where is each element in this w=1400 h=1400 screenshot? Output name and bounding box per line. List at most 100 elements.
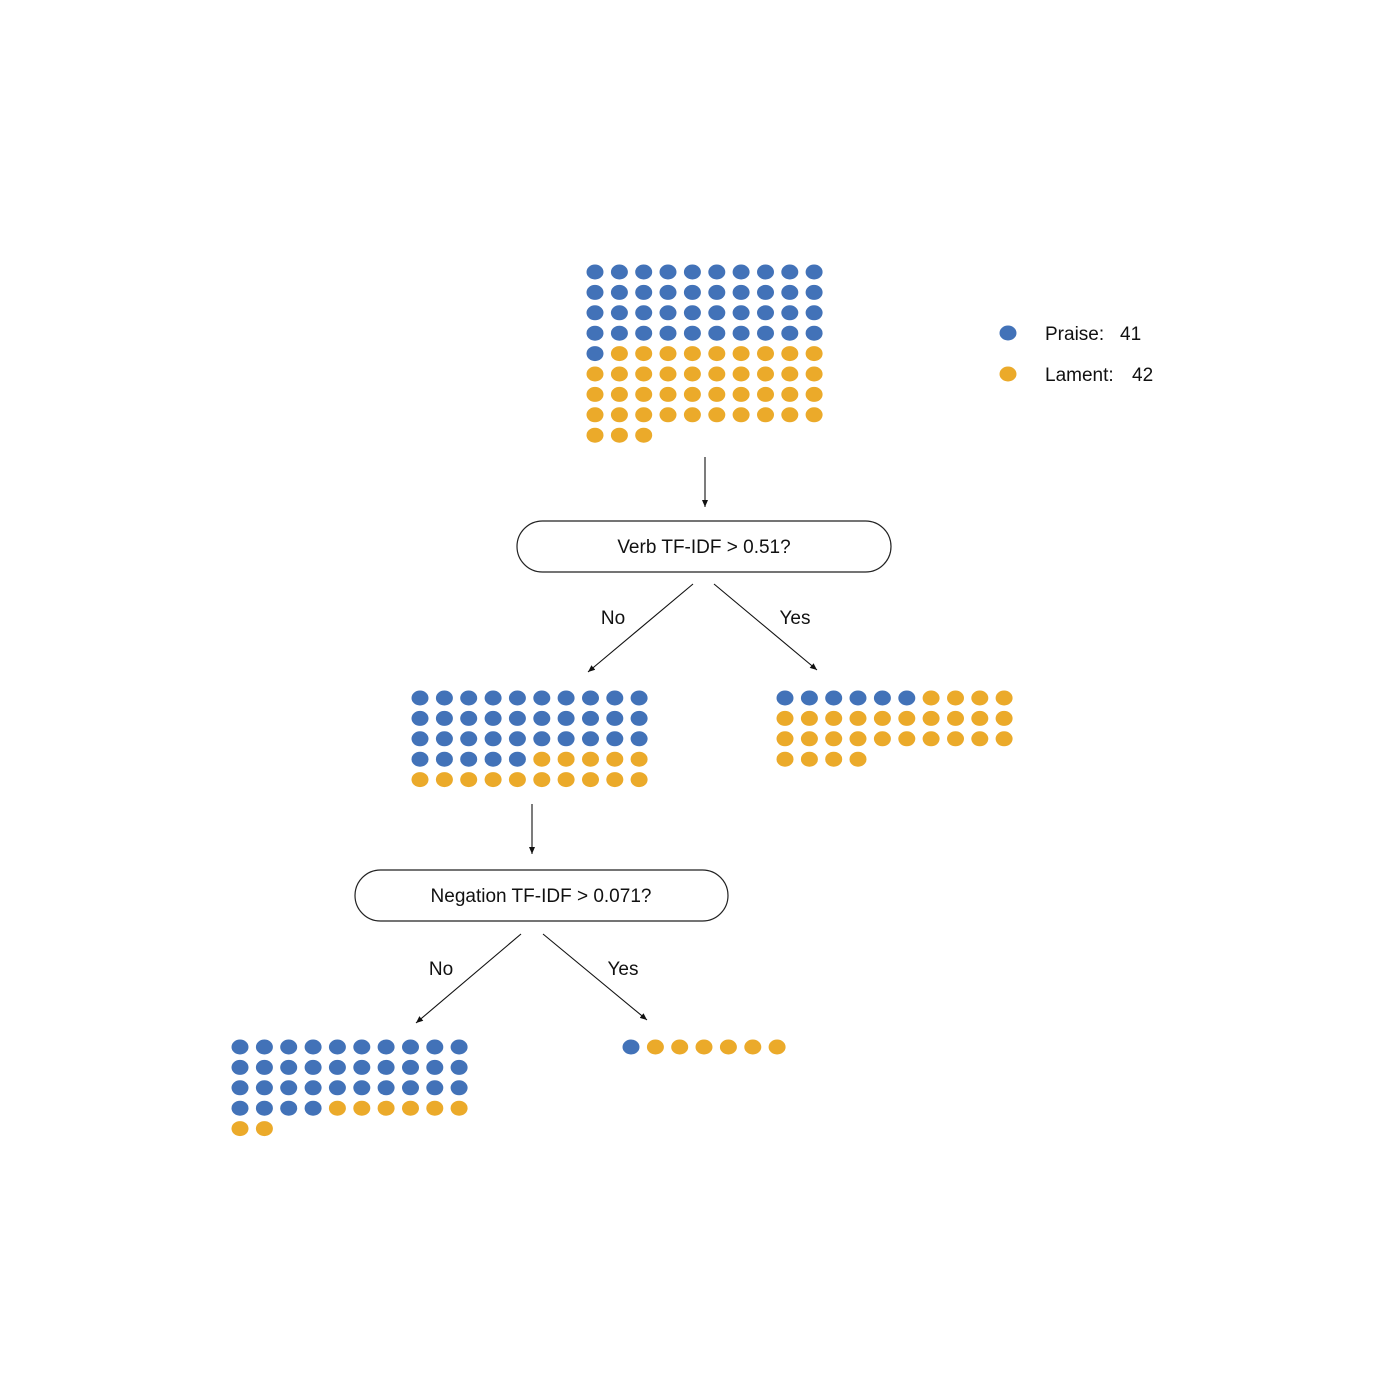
lament-sample-dot	[922, 690, 940, 706]
lament-sample-dot	[805, 366, 823, 382]
lament-sample-dot	[635, 386, 653, 402]
praise-sample-dot	[460, 751, 478, 767]
lament-sample-dot	[757, 407, 774, 423]
lament-sample-dot	[586, 366, 604, 382]
praise-sample-dot	[610, 284, 628, 300]
praise-sample-dot	[435, 710, 453, 726]
praise-sample-dot	[708, 325, 726, 341]
lament-sample-dot	[995, 690, 1013, 706]
praise-sample-dot	[508, 710, 526, 726]
legend-item-praise: Praise: 41	[999, 324, 1141, 345]
praise-sample-dot	[849, 690, 867, 706]
lament-sample-dot	[825, 751, 843, 767]
lament-sample-dot	[610, 366, 628, 382]
lament-sample-dot	[781, 366, 799, 382]
lament-sample-dot	[708, 386, 726, 402]
praise-sample-dot	[606, 710, 624, 726]
lament-sample-dot	[800, 731, 818, 747]
lament-sample-dot	[231, 1121, 249, 1137]
lament-sample-dot	[719, 1039, 737, 1055]
lament-sample-dot	[757, 386, 774, 402]
lament-sample-dot	[586, 386, 604, 402]
praise-sample-dot	[683, 305, 701, 321]
lament-sample-dot	[744, 1039, 762, 1055]
praise-sample-dot	[450, 1059, 468, 1075]
lament-sample-dot	[557, 751, 575, 767]
praise-sample-dot	[426, 1059, 444, 1075]
lament-sample-dot	[708, 366, 726, 382]
legend-item-lament: Lament: 42	[999, 365, 1153, 386]
praise-sample-dot	[557, 710, 575, 726]
lament-sample-dot	[659, 407, 677, 423]
lament-sample-dot	[508, 772, 526, 788]
praise-sample-dot	[630, 731, 648, 747]
lament-sample-dot	[776, 710, 794, 726]
split-1-node: Verb TF-IDF > 0.51?	[516, 520, 892, 573]
praise-sample-dot	[825, 690, 843, 706]
praise-sample-dot	[805, 284, 823, 300]
split-2-yes-sample-dots	[622, 1039, 786, 1055]
praise-sample-dot	[377, 1080, 395, 1096]
lament-sample-dot	[426, 1100, 444, 1116]
praise-sample-dot	[484, 751, 502, 767]
praise-sample-dot	[781, 305, 799, 321]
lament-sample-dot	[800, 710, 818, 726]
lament-sample-dot	[557, 772, 575, 788]
split-2-yes-label: Yes	[608, 959, 639, 980]
lament-sample-dot	[805, 346, 823, 362]
praise-sample-dot	[606, 690, 624, 706]
praise-sample-dot	[231, 1100, 249, 1116]
lament-sample-dot	[635, 366, 653, 382]
praise-sample-dot	[450, 1080, 468, 1096]
lament-sample-dot	[849, 751, 867, 767]
split-2-node: Negation TF-IDF > 0.071?	[354, 869, 729, 922]
lament-sample-dot	[630, 751, 648, 767]
lament-sample-dot	[971, 731, 989, 747]
praise-sample-dot	[280, 1039, 298, 1055]
praise-sample-dot	[328, 1080, 346, 1096]
praise-sample-dot	[460, 690, 478, 706]
split-2-no-label: No	[429, 959, 453, 980]
lament-sample-dot	[484, 772, 502, 788]
legend-praise-count: 41	[1120, 324, 1141, 345]
praise-sample-dot	[635, 305, 653, 321]
praise-sample-dot	[582, 731, 599, 747]
split-2-yes-arrow	[542, 933, 648, 1021]
lament-sample-dot	[800, 751, 818, 767]
lament-sample-dot	[683, 346, 701, 362]
praise-sample-dot	[508, 731, 526, 747]
legend-praise-dot	[999, 325, 1017, 341]
praise-sample-dot	[304, 1039, 322, 1055]
lament-sample-dot	[610, 346, 628, 362]
praise-sample-dot	[280, 1059, 298, 1075]
praise-sample-dot	[757, 305, 774, 321]
praise-sample-dot	[630, 690, 648, 706]
lament-sample-dot	[781, 386, 799, 402]
lament-sample-dot	[586, 427, 604, 443]
praise-sample-dot	[484, 690, 502, 706]
lament-sample-dot	[353, 1100, 371, 1116]
lament-sample-dot	[695, 1039, 713, 1055]
lament-sample-dot	[732, 407, 750, 423]
lament-sample-dot	[995, 710, 1013, 726]
lament-sample-dot	[971, 690, 989, 706]
split-2-no-arrow	[415, 933, 522, 1024]
praise-sample-dot	[353, 1059, 371, 1075]
lament-sample-dot	[533, 751, 551, 767]
praise-sample-dot	[683, 284, 701, 300]
praise-sample-dot	[255, 1100, 273, 1116]
praise-sample-dot	[708, 284, 726, 300]
lament-sample-dot	[922, 731, 940, 747]
praise-sample-dot	[255, 1059, 273, 1075]
praise-sample-dot	[800, 690, 818, 706]
praise-sample-dot	[484, 731, 502, 747]
lament-sample-dot	[768, 1039, 786, 1055]
split-1-no-arrow	[587, 583, 694, 673]
praise-sample-dot	[508, 690, 526, 706]
lament-sample-dot	[586, 407, 604, 423]
praise-sample-dot	[635, 264, 653, 280]
lament-sample-dot	[610, 386, 628, 402]
praise-sample-dot	[402, 1039, 419, 1055]
lament-sample-dot	[328, 1100, 346, 1116]
